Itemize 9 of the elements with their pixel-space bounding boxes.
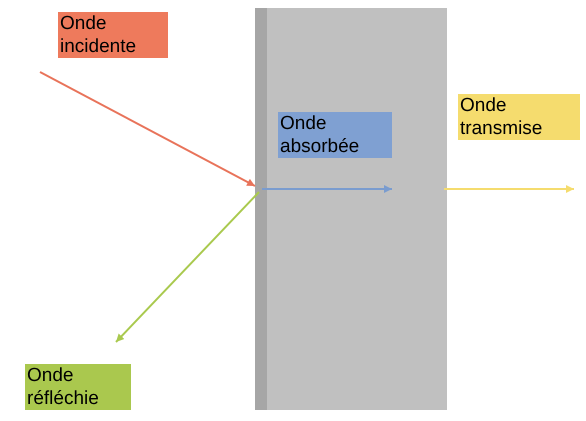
arrow (444, 185, 574, 193)
wave-label: Onde transmise (458, 94, 580, 140)
arrow (115, 191, 260, 343)
wall-block (255, 8, 447, 410)
arrow (262, 185, 392, 193)
wave-label: Onde réfléchie (25, 364, 131, 410)
arrow (40, 71, 256, 187)
wave-label: Onde absorbée (278, 112, 392, 158)
wave-label: Onde incidente (58, 12, 168, 58)
